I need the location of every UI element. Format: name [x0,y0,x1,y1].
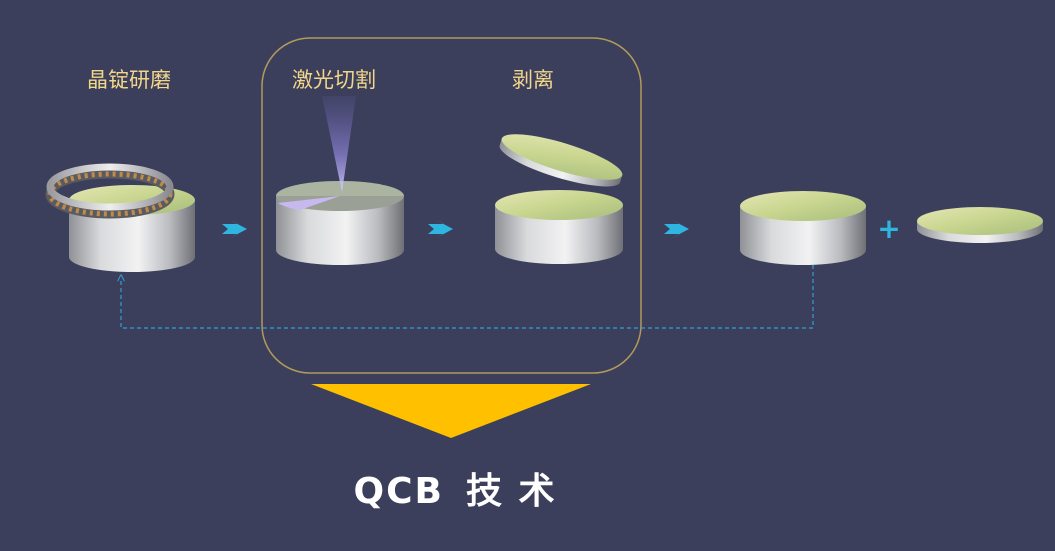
dashed-loop-line [121,265,814,329]
flow-arrow-icon [428,220,453,238]
title-part-tech: 技 术 [465,471,557,512]
peeling-cylinder [495,190,623,264]
title-part-qcb: QCB [353,471,444,512]
plus-icon: + [877,212,900,245]
result-wafer [917,207,1043,243]
grinding-ring-icon [45,163,175,219]
step-label-peeling: 剥离 [512,68,554,92]
result-ingot-cylinder [740,191,866,265]
laser-cutting-cylinder [276,181,404,265]
laser-beam-icon [322,96,356,192]
step-label-laser-cutting: 激光切割 [292,68,376,92]
big-down-arrow-icon [311,384,591,438]
highlight-box [261,37,642,374]
ingot-grinding-cylinder [69,185,195,272]
flow-arrow-icon [222,220,247,238]
page-title: QCB 技 术 [0,462,910,514]
step-label-ingot-grinding: 晶锭研磨 [87,68,171,92]
peeled-wafer [499,134,623,187]
flow-arrow-icon [664,220,689,238]
